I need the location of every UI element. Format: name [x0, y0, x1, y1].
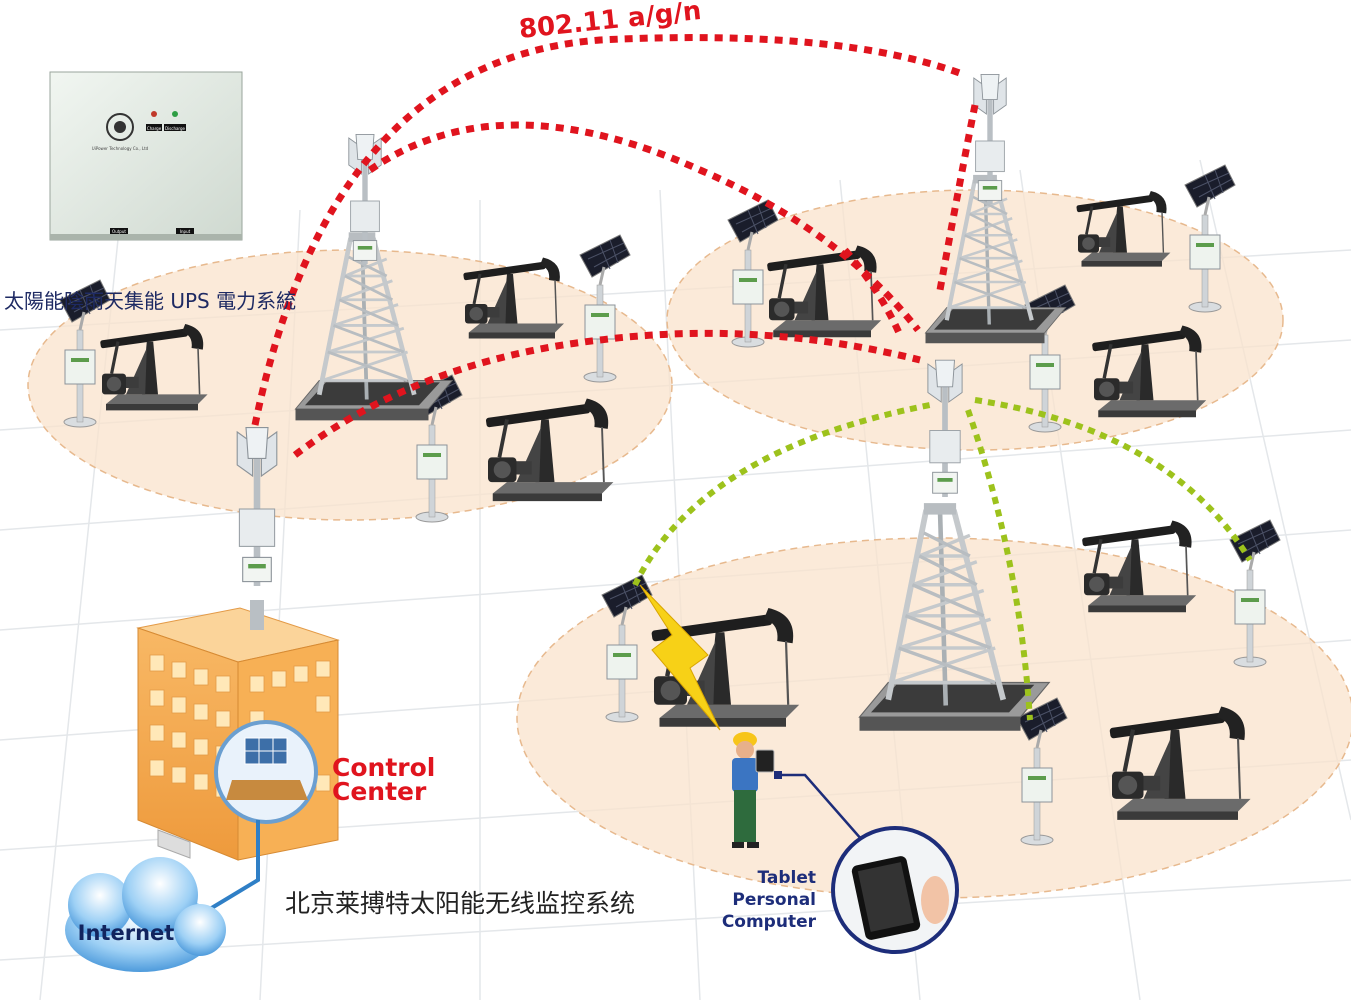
lightning-icon [639, 584, 721, 731]
local-link-down [965, 409, 1033, 721]
tablet-label-line2: Personal [732, 890, 816, 910]
local-links [632, 397, 1253, 721]
internet-cloud [65, 857, 226, 972]
ups-charge-label: Charge [147, 126, 162, 131]
backhaul-links [251, 34, 979, 458]
backhaul-link-right [842, 104, 979, 337]
tablet-label-line3: Computer [722, 912, 817, 932]
ups-discharge-label: Discharge [165, 126, 186, 131]
control-center-label-line1: Control [332, 753, 435, 782]
system-title: 北京莱搏特太阳能无线监控系统 [285, 889, 635, 918]
backhaul-link-arc-top [251, 34, 967, 426]
tablet-label-line1: Tablet [757, 868, 816, 888]
ups-brand-text: UiPower Technology Co., Ltd [92, 146, 149, 151]
internet-cable [198, 820, 260, 917]
control-center-building [136, 600, 340, 861]
tablet-icon [831, 826, 959, 954]
ups-input-label: Input [180, 229, 191, 234]
ups-output-label: Output [112, 229, 126, 234]
local-link-left [632, 402, 931, 587]
control-center-label-line2: Center [332, 777, 427, 806]
ups-power-box: UiPower Technology Co., Ltd Charge Disch… [49, 71, 243, 241]
field-worker [732, 732, 775, 848]
internet-label: Internet [78, 921, 175, 945]
ups-caption: 太陽能陰雨天集能 UPS 電力系統 [4, 289, 296, 313]
tablet-connection-line [778, 773, 863, 841]
local-link-right [974, 397, 1253, 562]
relay-antenna-right [973, 73, 1007, 205]
